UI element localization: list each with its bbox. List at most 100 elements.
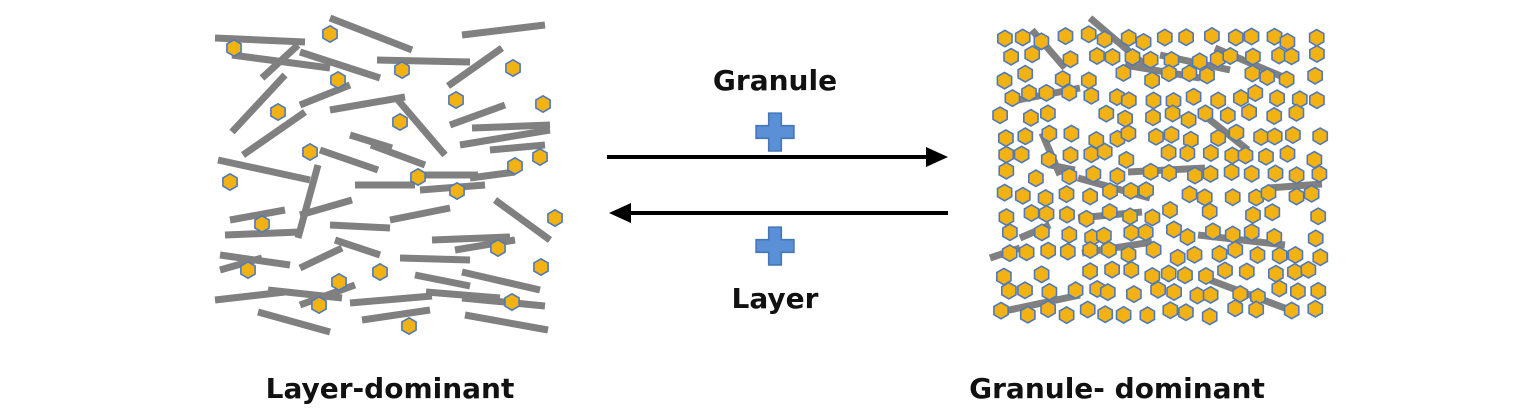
granule-hexagon	[1101, 240, 1117, 259]
granule-hexagon	[1178, 28, 1194, 47]
granule-hexagon	[1145, 240, 1162, 259]
granule-hexagon	[1139, 306, 1156, 325]
granule-hexagon	[1210, 128, 1227, 148]
granule-hexagon	[1101, 202, 1118, 222]
granule-hexagon	[1189, 286, 1206, 305]
granule-hexagon	[1063, 124, 1080, 143]
granule-hexagon	[998, 145, 1015, 164]
layer-rod	[448, 101, 507, 129]
granule-hexagon	[1000, 281, 1017, 300]
granule-hexagon	[1181, 64, 1198, 83]
granule-hexagon	[1137, 223, 1154, 242]
granule-hexagon	[1211, 244, 1228, 264]
granule-hexagon	[1227, 299, 1244, 318]
layer-rod	[361, 306, 431, 324]
granule-hexagon	[1245, 205, 1261, 225]
layer-rod	[464, 311, 549, 334]
granule-hexagon	[1163, 125, 1180, 144]
granule-hexagon	[1180, 110, 1197, 130]
granule-dominant-panel	[988, 15, 1329, 326]
layer-rod	[298, 48, 382, 82]
granule-hexagon	[1227, 240, 1244, 259]
granule-hexagon	[254, 214, 270, 234]
granule-hexagon	[1222, 46, 1239, 66]
granule-particles	[992, 25, 1329, 326]
granule-hexagon	[1309, 91, 1325, 110]
granule-hexagon	[311, 295, 327, 315]
granule-hexagon	[1271, 246, 1288, 265]
granule-hexagon	[1241, 102, 1257, 122]
granule-hexagon	[1253, 127, 1269, 147]
granule-hexagon	[998, 161, 1015, 180]
plus-icon	[755, 112, 795, 152]
granule-hexagon	[1061, 167, 1078, 186]
granule-hexagon	[1001, 223, 1018, 242]
granule-hexagon	[1278, 70, 1295, 89]
granule-hexagon	[1082, 240, 1099, 260]
granule-hexagon	[1266, 106, 1283, 126]
granule-hexagon	[394, 60, 410, 80]
granule-hexagon	[1224, 225, 1241, 244]
granule-hexagon	[1097, 305, 1114, 324]
granule-hexagon	[1022, 108, 1039, 127]
granule-hexagon	[240, 260, 256, 280]
granule-hexagon	[1243, 164, 1260, 183]
granule-hexagon	[1058, 305, 1075, 325]
layer-rod	[217, 156, 311, 184]
granule-hexagon	[1237, 146, 1254, 165]
granule-hexagon	[1001, 243, 1018, 263]
granule-hexagon	[331, 272, 347, 292]
layer-rod	[329, 93, 406, 114]
granule-hexagon	[1120, 91, 1137, 110]
granule-hexagon	[1210, 91, 1227, 110]
layer-rod	[328, 14, 414, 54]
granule-hexagon	[1080, 71, 1097, 90]
granule-hexagon	[1122, 181, 1139, 201]
granule-hexagon	[504, 292, 520, 312]
granule-hexagon	[449, 181, 465, 201]
granule-hexagon	[1099, 282, 1116, 302]
granule-hexagon	[1096, 30, 1113, 49]
granule-hexagon	[547, 208, 563, 228]
granule-hexagon	[1287, 245, 1304, 265]
granule-hexagon	[1308, 28, 1325, 47]
layer-rod	[461, 21, 546, 39]
granule-hexagon	[1024, 45, 1041, 64]
granule-hexagon	[1079, 300, 1096, 319]
granule-hexagon	[1166, 220, 1182, 239]
granule-hexagon	[1197, 104, 1214, 123]
granule-hexagon	[1267, 164, 1284, 183]
layer-rod	[298, 281, 357, 309]
granule-hexagon	[1219, 106, 1236, 125]
granule-hexagon	[1041, 124, 1058, 143]
layer-rod	[294, 164, 322, 239]
layer-rod	[219, 254, 263, 274]
granule-hexagon	[1248, 300, 1265, 319]
granule-hexagon	[1223, 162, 1240, 182]
granule-hexagon	[1102, 182, 1118, 201]
granule-hexagon	[1285, 125, 1301, 145]
granule-hexagon	[1247, 83, 1264, 103]
layer-rod	[414, 271, 471, 290]
layer-rod	[395, 97, 448, 158]
layer-rod	[333, 236, 382, 259]
granule-hexagon	[322, 24, 338, 44]
layer-rod	[492, 197, 553, 243]
granule-hexagon	[1067, 281, 1084, 300]
granule-hexagon	[1023, 203, 1040, 223]
granule-hexagon	[1040, 241, 1057, 260]
granule-hexagon	[1017, 127, 1034, 146]
granule-hexagon	[1202, 164, 1219, 184]
granule-hexagon	[1283, 301, 1300, 320]
granule-hexagon	[997, 128, 1014, 148]
granule-hexagon	[1161, 64, 1177, 83]
granule-hexagon	[1259, 67, 1276, 87]
granule-hexagon	[1104, 47, 1121, 67]
granule-hexagon	[1279, 32, 1296, 51]
layer-dominant-label: Layer-dominant	[266, 372, 515, 405]
granule-hexagon	[1287, 262, 1303, 282]
granule-hexagon	[1156, 28, 1173, 47]
granule-hexagon	[1201, 307, 1218, 326]
granule-hexagon	[1160, 143, 1177, 162]
